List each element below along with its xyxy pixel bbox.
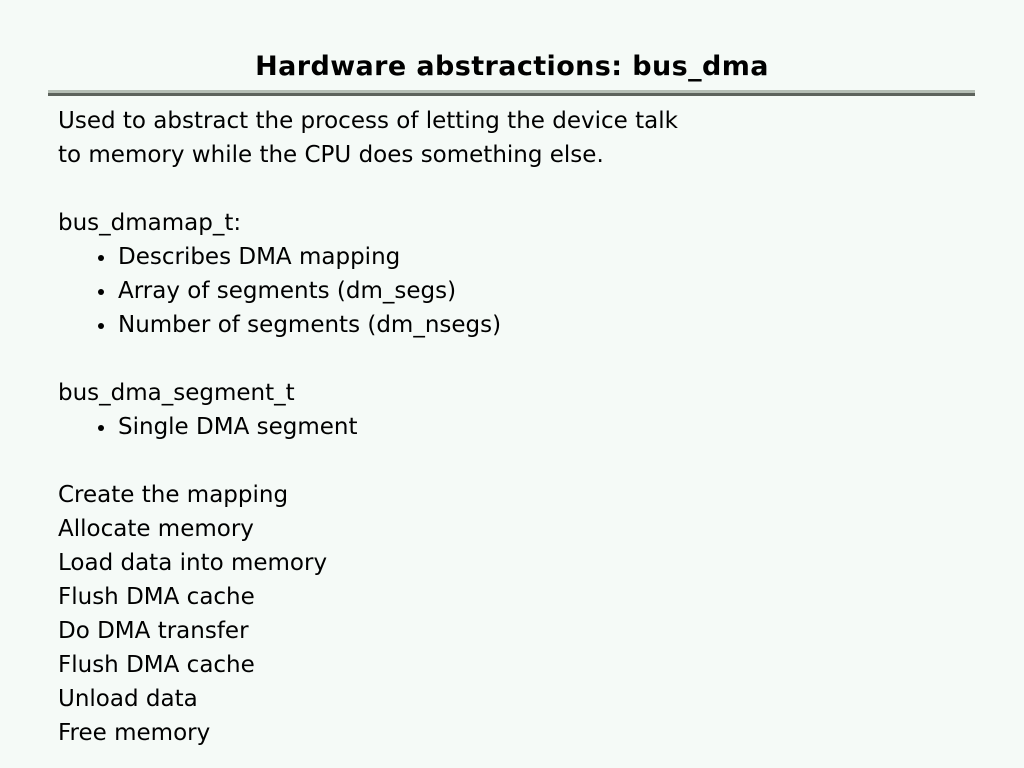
page-title: Hardware abstractions: bus_dma [255, 51, 769, 82]
section-heading: bus_dmamap_t: [58, 210, 242, 236]
intro-line: Used to abstract the process of letting … [58, 108, 678, 134]
list-item: Array of segments (dm_segs) [58, 274, 998, 308]
bullet-icon [98, 323, 104, 329]
list-item-label: Number of segments (dm_nsegs) [118, 312, 502, 338]
list-item-label: Single DMA segment [118, 414, 358, 440]
step-line: Flush DMA cache [58, 584, 255, 610]
bullet-icon [98, 255, 104, 261]
list-item-label: Describes DMA mapping [118, 244, 401, 270]
list-item: Describes DMA mapping [58, 240, 998, 274]
title-divider [48, 90, 975, 96]
intro-line: to memory while the CPU does something e… [58, 142, 604, 168]
spacer [58, 444, 998, 478]
list-item-label: Array of segments (dm_segs) [118, 278, 457, 304]
bullet-icon [98, 289, 104, 295]
slide-body: Used to abstract the process of letting … [58, 104, 998, 750]
list-item: Single DMA segment [58, 410, 998, 444]
spacer [58, 342, 998, 376]
step-line: Do DMA transfer [58, 618, 249, 644]
step-line: Allocate memory [58, 516, 254, 542]
title-divider-top [48, 90, 975, 93]
step-line: Free memory [58, 720, 211, 746]
section-heading: bus_dma_segment_t [58, 380, 295, 406]
step-line: Create the mapping [58, 482, 289, 508]
title-divider-bottom [48, 93, 975, 96]
list-item: Number of segments (dm_nsegs) [58, 308, 998, 342]
step-line: Load data into memory [58, 550, 328, 576]
step-line: Unload data [58, 686, 198, 712]
spacer [58, 172, 998, 206]
step-line: Flush DMA cache [58, 652, 255, 678]
bullet-icon [98, 425, 104, 431]
